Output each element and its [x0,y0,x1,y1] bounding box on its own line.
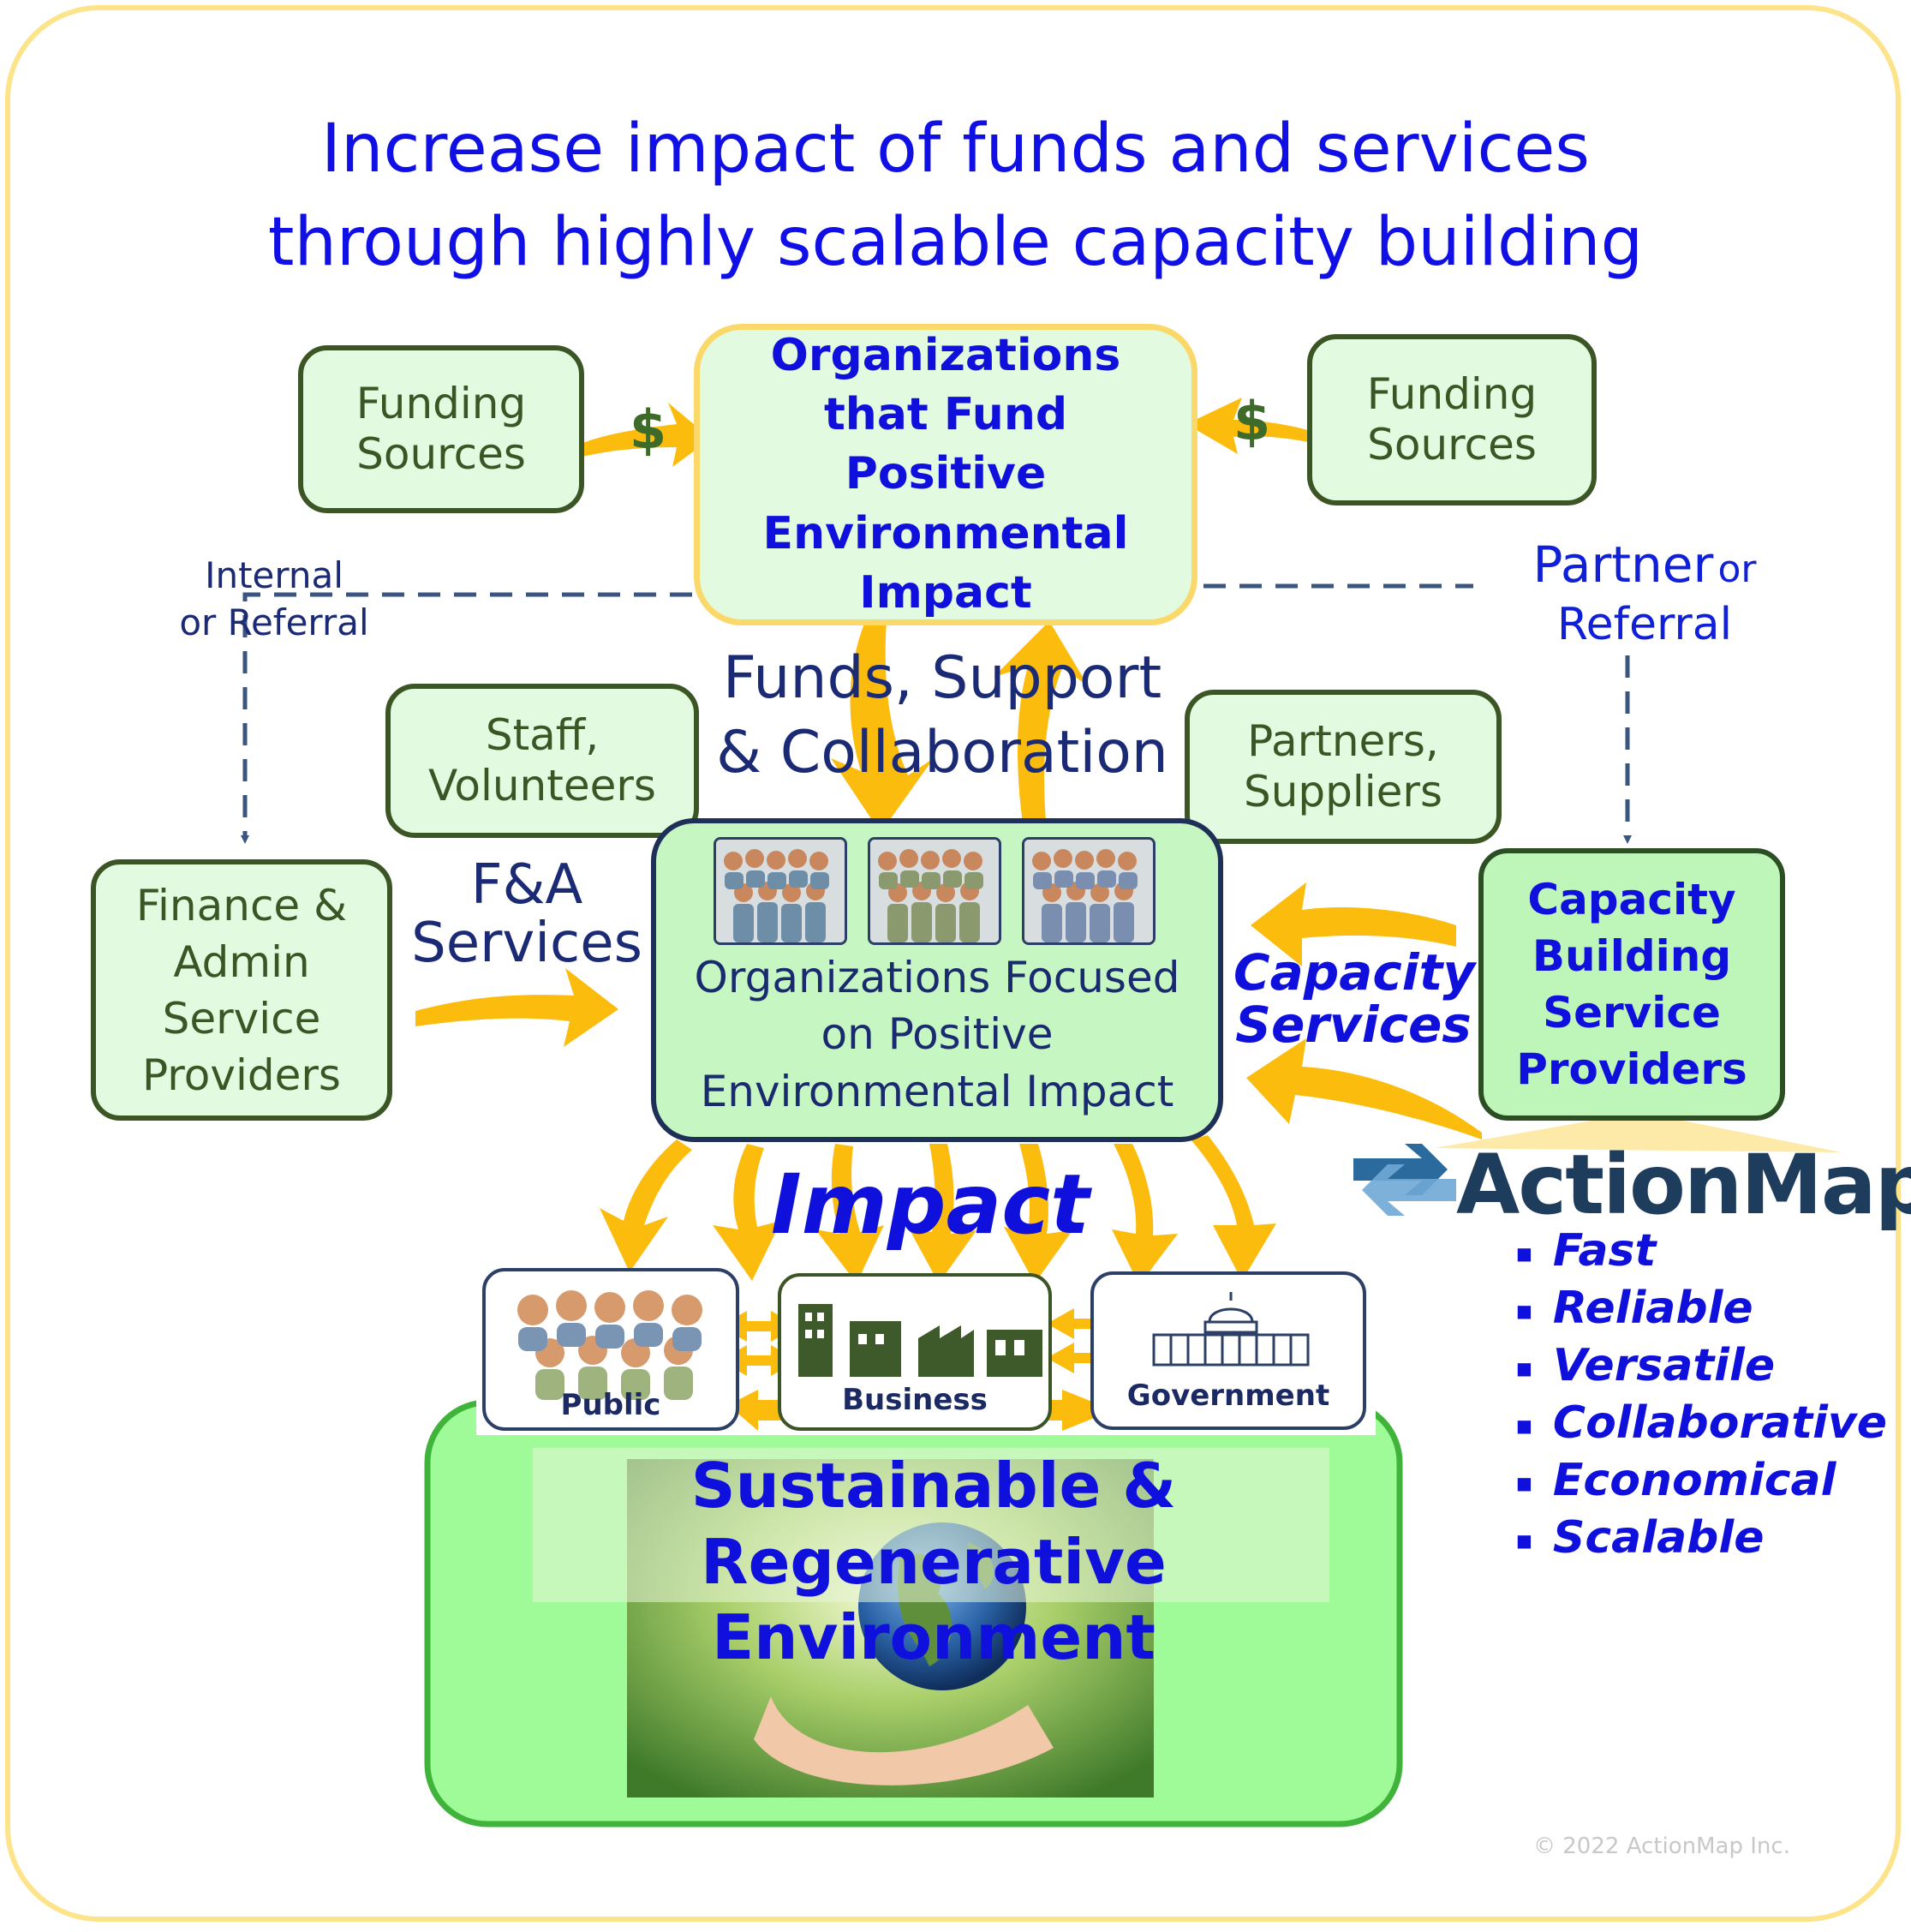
impact-label: Impact [771,1157,1090,1253]
quality-item: Reliable [1516,1283,1887,1335]
internal-referral-label: Internal or Referral [163,553,385,646]
arrow-funds-up [994,621,1088,829]
quality-item: Fast [1516,1225,1887,1277]
staff-volunteers-box: Staff, Volunteers [385,684,699,838]
impact-arrow-6 [1112,1144,1178,1285]
fa-label: F&A [470,853,583,917]
arrow-funding-right [1186,398,1323,454]
partner-label: Partner [1532,535,1714,594]
quality-item: Scalable [1516,1512,1887,1564]
orgs-focused-label: Organizations Focused on Positive Enviro… [694,952,1180,1116]
funds-support-line-1: Funds, Support [722,644,1162,712]
title-line-2: through highly scalable capacity buildin… [267,204,1644,282]
impact-arrow-3 [815,1144,884,1283]
capacity-building-box: Capacity Building Service Providers [1478,848,1785,1121]
arrow-capacity-top [1251,882,1456,966]
copyright-text: © 2022 ActionMap Inc. [1533,1833,1790,1859]
quality-item: Collaborative [1516,1397,1887,1450]
page-title: Increase impact of funds and services th… [0,103,1911,290]
funding-sources-left-label: Funding Sources [355,379,527,479]
impact-arrow-7 [1191,1135,1276,1281]
finance-admin-box: Finance & Admin Service Providers [91,859,392,1121]
internal-label: Internal [205,554,343,596]
capacity-services-word: Services [1235,996,1472,1055]
capacity-building-label: Capacity Building Service Providers [1516,875,1747,1094]
impact-arrow-2 [713,1144,781,1281]
staff-volunteers-label: Staff, Volunteers [428,710,656,810]
environment-line-1: Sustainable & [690,1450,1177,1522]
capitol-building-icon [1152,1292,1310,1367]
funding-sources-right-box: Funding Sources [1307,334,1597,505]
title-line-1: Increase impact of funds and services [321,111,1590,188]
actionmap-brand-name: ActionMap [1456,1137,1911,1233]
funding-sources-left-box: Funding Sources [298,345,584,513]
government-label: Government [1126,1379,1330,1413]
services-label: Services [411,911,642,975]
business-sector-box: Business [778,1273,1052,1431]
impact-arrow-1 [600,1139,692,1272]
people-group-icon [1022,837,1156,945]
funding-organizations-label: Organizations that Fund Positive Environ… [762,330,1129,619]
partner-referral-label: Partner or Referral [1490,533,1799,654]
business-buildings-icon [798,1304,1042,1377]
people-group-icon [714,837,847,945]
or-referral-label: or Referral [179,601,369,643]
finance-admin-label: Finance & Admin Service Providers [135,880,348,1100]
funds-support-line-2: & Collaboration [716,719,1168,787]
capacity-services-label: Capacity Services [1233,943,1476,1055]
dollar-left-icon: $ [630,398,667,461]
impact-arrow-4 [908,1144,976,1283]
partners-suppliers-label: Partners, Suppliers [1243,716,1443,816]
public-label: Public [560,1388,661,1422]
business-label: Business [842,1383,988,1417]
funding-sources-right-label: Funding Sources [1366,369,1538,470]
partner-or-label: or [1717,547,1757,591]
quality-item: Economical [1516,1455,1887,1507]
fa-services-label: F&A Services [411,853,642,975]
arrow-capacity-bottom [1246,1038,1482,1139]
partner-referral-word: Referral [1556,599,1733,651]
impact-arrow-5 [1004,1144,1072,1283]
arrow-funds-down [831,621,934,833]
actionmap-logo-icon [1353,1144,1456,1216]
quality-item: Versatile [1516,1340,1887,1392]
arrow-funding-left [576,403,711,467]
government-sector-box: Government [1090,1271,1366,1430]
environment-line-2: Regenerative Environment [701,1525,1167,1674]
funding-organizations-box: Organizations that Fund Positive Environ… [694,324,1197,625]
actionmap-qualities-list: Fast Reliable Versatile Collaborative Ec… [1516,1225,1887,1570]
public-people-icon [517,1290,702,1400]
funds-support-label: Funds, Support & Collaboration [702,641,1182,790]
people-group-icon [868,837,1001,945]
public-sector-box: Public [482,1268,739,1431]
arrow-fa-services [415,968,618,1047]
capacity-label: Capacity [1233,943,1476,1002]
dollar-right-icon: $ [1233,390,1271,452]
environment-label: Sustainable & Regenerative Environment [514,1448,1353,1676]
partners-suppliers-box: Partners, Suppliers [1185,690,1502,844]
